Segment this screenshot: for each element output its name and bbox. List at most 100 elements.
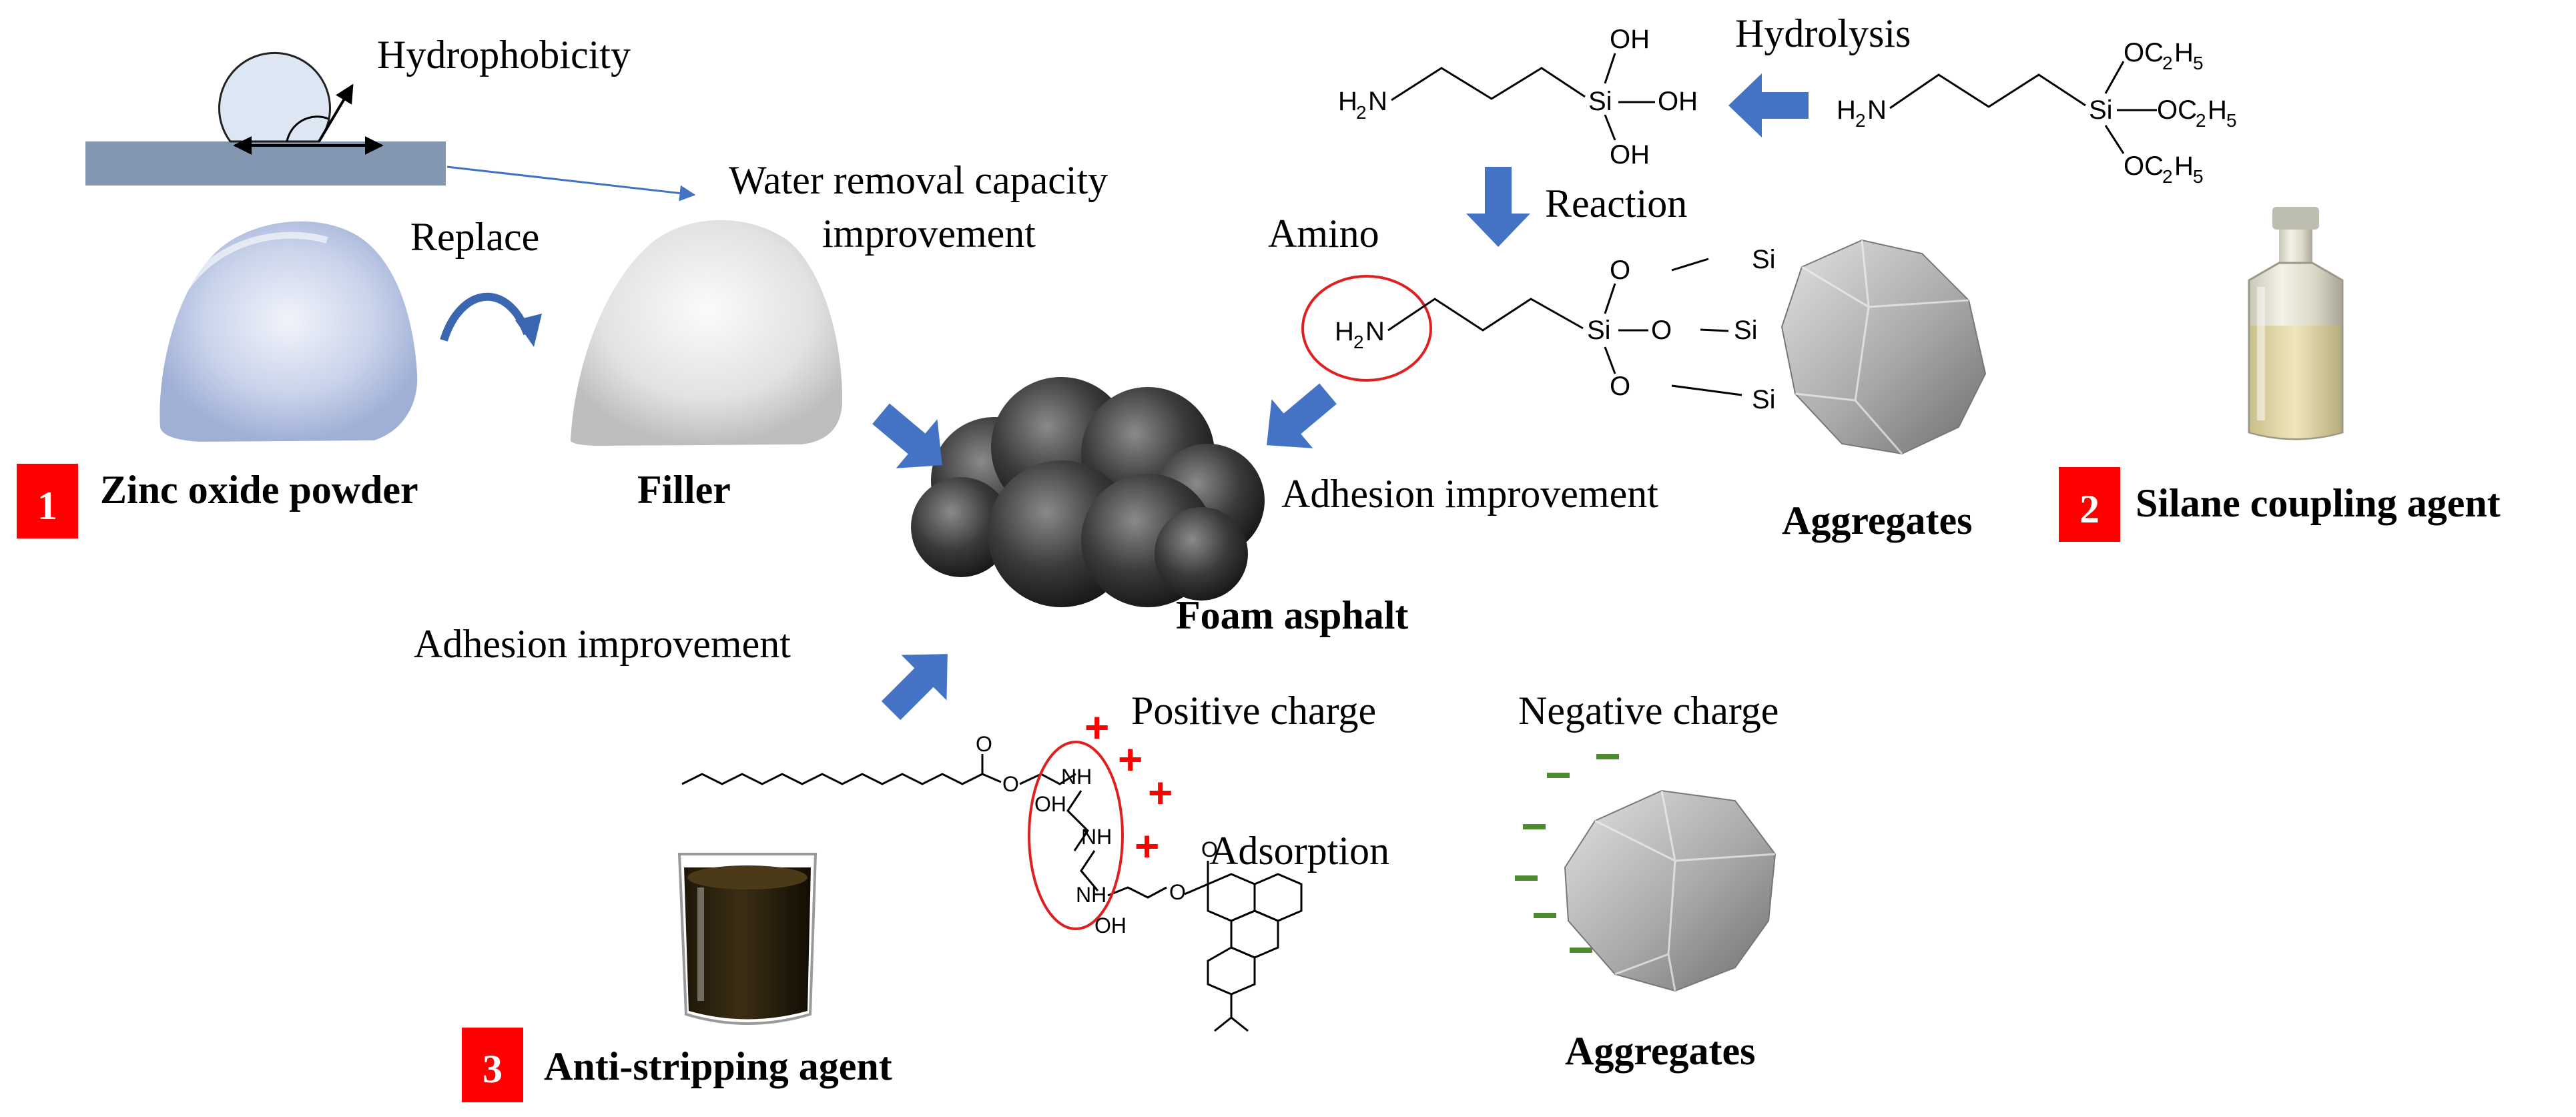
svg-text:Si: Si bbox=[1752, 385, 1776, 414]
aggregate-rock-top bbox=[1781, 239, 1987, 455]
badge-3-number: 3 bbox=[482, 1047, 503, 1091]
svg-text:2: 2 bbox=[2162, 166, 2173, 187]
water-droplet bbox=[218, 51, 331, 143]
svg-text:OC: OC bbox=[2124, 38, 2164, 67]
svg-text:H: H bbox=[2208, 95, 2227, 125]
svg-text:Si: Si bbox=[2089, 95, 2113, 125]
svg-text:OH: OH bbox=[1610, 25, 1650, 54]
amine-group-ring bbox=[1028, 741, 1124, 930]
aggregates-label-top: Aggregates bbox=[1782, 498, 1972, 542]
filler-pile-image bbox=[571, 220, 842, 446]
hydrophobicity-schematic: Hydrophobicity bbox=[85, 33, 696, 202]
svg-text:+: + bbox=[1135, 822, 1159, 870]
svg-text:O: O bbox=[1169, 880, 1186, 904]
adsorption-label: Adsorption bbox=[1209, 829, 1389, 873]
badge-1 bbox=[17, 464, 78, 538]
badge-3 bbox=[462, 1028, 523, 1102]
badge-1-number: 1 bbox=[37, 484, 57, 528]
flow-arrow-antistripping bbox=[881, 654, 948, 721]
silane-bottle-image bbox=[2248, 207, 2344, 440]
reaction-arrow bbox=[1466, 167, 1530, 247]
reaction-label: Reaction bbox=[1545, 181, 1687, 226]
silane-structure: H 2 N Si OC 2 H 5 OC 2 H 5 OC 2 H 5 bbox=[1837, 38, 2237, 187]
flow-arrow-silane bbox=[1267, 383, 1337, 448]
svg-text:O: O bbox=[1610, 372, 1630, 401]
svg-text:OH: OH bbox=[1610, 140, 1650, 169]
water-removal-label-line2: improvement bbox=[822, 212, 1036, 256]
svg-text:NH: NH bbox=[1081, 825, 1112, 849]
svg-text:NH: NH bbox=[1076, 883, 1106, 907]
grafted-silane-structure: H 2 N Si O O O Si Si Si bbox=[1301, 245, 1776, 414]
svg-text:O: O bbox=[1651, 316, 1672, 345]
anti-stripping-structure: O O OH NH NH NH OH O O bbox=[681, 732, 1303, 1032]
svg-text:5: 5 bbox=[2193, 166, 2204, 187]
svg-text:OC: OC bbox=[2157, 95, 2197, 125]
svg-text:2: 2 bbox=[1356, 102, 1367, 123]
foam-asphalt-cloud bbox=[911, 377, 1265, 607]
svg-text:O: O bbox=[1002, 772, 1019, 796]
svg-text:Si: Si bbox=[1588, 87, 1612, 116]
svg-text:+: + bbox=[1148, 769, 1173, 817]
replace-label: Replace bbox=[410, 215, 539, 259]
svg-text:N: N bbox=[1365, 317, 1385, 346]
flow-arrow-filler bbox=[872, 403, 942, 468]
positive-charges: + + + + bbox=[1084, 703, 1173, 870]
badge-2-number: 2 bbox=[2079, 487, 2100, 531]
aggregate-rock-bottom bbox=[1564, 789, 1777, 992]
svg-text:5: 5 bbox=[2226, 110, 2237, 131]
svg-text:O: O bbox=[1610, 256, 1630, 285]
silanol-structure: H 2 N Si OH OH OH bbox=[1338, 25, 1698, 169]
svg-text:NH: NH bbox=[1061, 765, 1092, 789]
hydrolysis-label: Hydrolysis bbox=[1735, 11, 1911, 55]
svg-text:OC: OC bbox=[2124, 151, 2164, 181]
svg-text:H: H bbox=[1335, 317, 1354, 346]
aggregates-label-bottom: Aggregates bbox=[1565, 1029, 1755, 1073]
svg-text:Si: Si bbox=[1587, 316, 1611, 345]
svg-text:5: 5 bbox=[2193, 53, 2204, 73]
substrate bbox=[85, 141, 446, 185]
svg-text:H: H bbox=[2174, 151, 2194, 181]
svg-text:+: + bbox=[1118, 735, 1143, 783]
filler-label: Filler bbox=[637, 468, 731, 512]
amino-group-ring bbox=[1301, 275, 1432, 382]
svg-text:H: H bbox=[2174, 38, 2194, 67]
svg-text:2: 2 bbox=[2162, 53, 2173, 73]
negative-charge-label: Negative charge bbox=[1518, 689, 1779, 733]
svg-text:+: + bbox=[1084, 703, 1109, 751]
svg-text:2: 2 bbox=[1855, 110, 1866, 131]
hydrophobicity-label: Hydrophobicity bbox=[377, 33, 631, 77]
svg-text:H: H bbox=[1338, 87, 1357, 116]
foam-asphalt-label: Foam asphalt bbox=[1176, 593, 1408, 637]
adhesion-label-top: Adhesion improvement bbox=[1281, 472, 1658, 516]
svg-text:OH: OH bbox=[1658, 87, 1698, 116]
amino-label: Amino bbox=[1268, 212, 1379, 256]
zinc-oxide-pile-image bbox=[159, 221, 418, 442]
svg-text:Si: Si bbox=[1752, 245, 1776, 274]
anti-stripping-beaker-image bbox=[677, 853, 818, 1025]
filler-powder bbox=[571, 220, 842, 446]
anti-stripping-label: Anti-stripping agent bbox=[544, 1044, 892, 1088]
pointer-line bbox=[446, 165, 696, 202]
zinc-oxide-powder bbox=[159, 221, 418, 442]
svg-text:2: 2 bbox=[2196, 110, 2206, 131]
hydrolysis-arrow bbox=[1728, 73, 1809, 137]
negative-charges bbox=[1515, 754, 1619, 953]
adhesion-label-left: Adhesion improvement bbox=[414, 622, 791, 666]
svg-text:H: H bbox=[1837, 95, 1856, 125]
svg-text:N: N bbox=[1368, 87, 1387, 116]
water-removal-label-line1: Water removal capacity bbox=[729, 158, 1108, 202]
positive-charge-label: Positive charge bbox=[1131, 689, 1376, 733]
contact-angle-arc bbox=[286, 115, 329, 142]
svg-text:Si: Si bbox=[1734, 316, 1758, 345]
contact-angle-arrow bbox=[318, 83, 354, 143]
silane-label: Silane coupling agent bbox=[2136, 481, 2501, 525]
svg-text:N: N bbox=[1867, 95, 1887, 125]
svg-text:O: O bbox=[1201, 837, 1218, 861]
svg-text:O: O bbox=[976, 732, 992, 756]
zinc-oxide-label: Zinc oxide powder bbox=[100, 468, 418, 512]
svg-text:2: 2 bbox=[1353, 332, 1364, 352]
badge-2 bbox=[2059, 467, 2120, 542]
replace-arrow bbox=[440, 293, 542, 347]
svg-text:OH: OH bbox=[1034, 792, 1066, 816]
